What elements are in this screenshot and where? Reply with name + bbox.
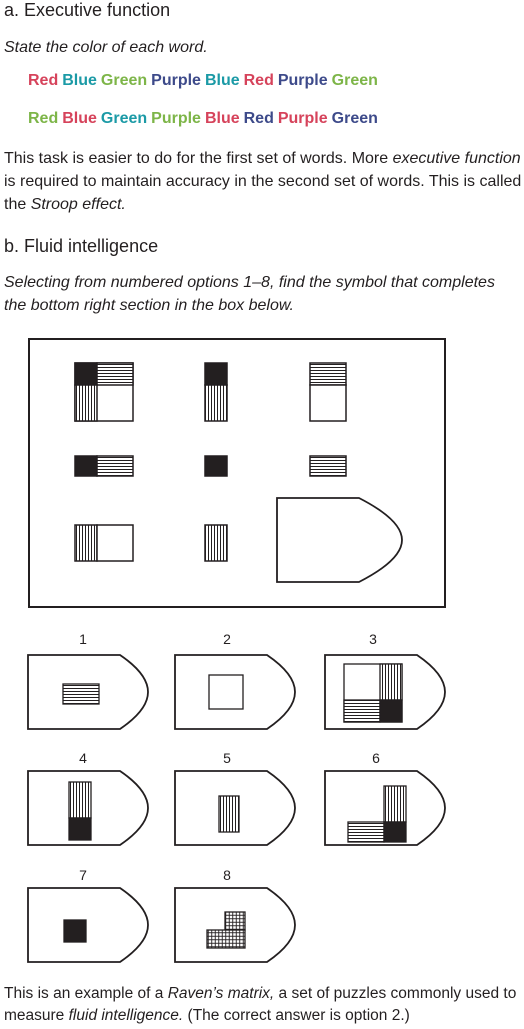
matrix-frame (28, 338, 446, 608)
matrix-cell-3-1 (74, 524, 134, 562)
matrix-answer-slot (276, 497, 403, 583)
stroop-word: Red (243, 110, 274, 127)
option-number-6: 6 (372, 750, 380, 766)
option-3-symbol (343, 663, 403, 723)
matrix-cell-3-2 (204, 524, 228, 562)
stroop-explanation: This task is easier to do for the first … (4, 150, 522, 213)
heading-fluid-intelligence: b. Fluid intelligence (4, 236, 159, 256)
stroop-word: Red (243, 72, 274, 89)
stroop-word: Blue (62, 72, 97, 89)
stroop-word: Blue (62, 110, 97, 127)
stroop-instruction: State the color of each word. (4, 39, 208, 56)
option-number-7: 7 (79, 867, 87, 883)
option-7-frame (27, 887, 149, 963)
stroop-word: Blue (204, 72, 240, 89)
heading-executive-function: a. Executive function (4, 0, 171, 20)
stroop-word: Red (28, 72, 59, 89)
option-number-5: 5 (223, 750, 231, 766)
option-number-3: 3 (369, 631, 377, 647)
option-2-symbol (208, 674, 244, 710)
option-number-2: 2 (223, 631, 231, 647)
option-7-symbol (63, 919, 87, 943)
stroop-word: Green (331, 72, 378, 89)
matrix-cell-2-2 (204, 455, 228, 477)
option-number-1: 1 (79, 631, 87, 647)
option-1-symbol (62, 683, 100, 705)
option-4-symbol (68, 781, 92, 841)
option-number-8: 8 (223, 867, 231, 883)
option-5-symbol (218, 795, 240, 833)
matrix-cell-2-3 (309, 455, 347, 477)
stroop-word: Purple (277, 110, 328, 127)
stroop-word: Purple (277, 72, 328, 89)
stroop-word: Green (331, 110, 378, 127)
stroop-word: Blue (204, 110, 240, 127)
matrix-cell-1-3 (309, 362, 347, 422)
stroop-word: Green (100, 72, 148, 89)
stroop-word: Purple (151, 72, 201, 89)
matrix-cell-1-2 (204, 362, 228, 422)
raven-instruction: Selecting from numbered options 1–8, fin… (4, 274, 495, 314)
matrix-cell-1-1 (74, 362, 134, 422)
option-6-symbol (347, 785, 407, 843)
option-number-4: 4 (79, 750, 87, 766)
option-8-symbol (206, 911, 246, 949)
matrix-cell-2-1 (74, 455, 134, 477)
stroop-word: Green (100, 110, 148, 127)
stroop-word: Red (28, 110, 59, 127)
option-numbers: 1 2 3 4 5 6 7 8 (79, 631, 380, 883)
raven-caption: This is an example of a Raven’s matrix, … (4, 985, 517, 1024)
stroop-word: Purple (151, 110, 201, 127)
